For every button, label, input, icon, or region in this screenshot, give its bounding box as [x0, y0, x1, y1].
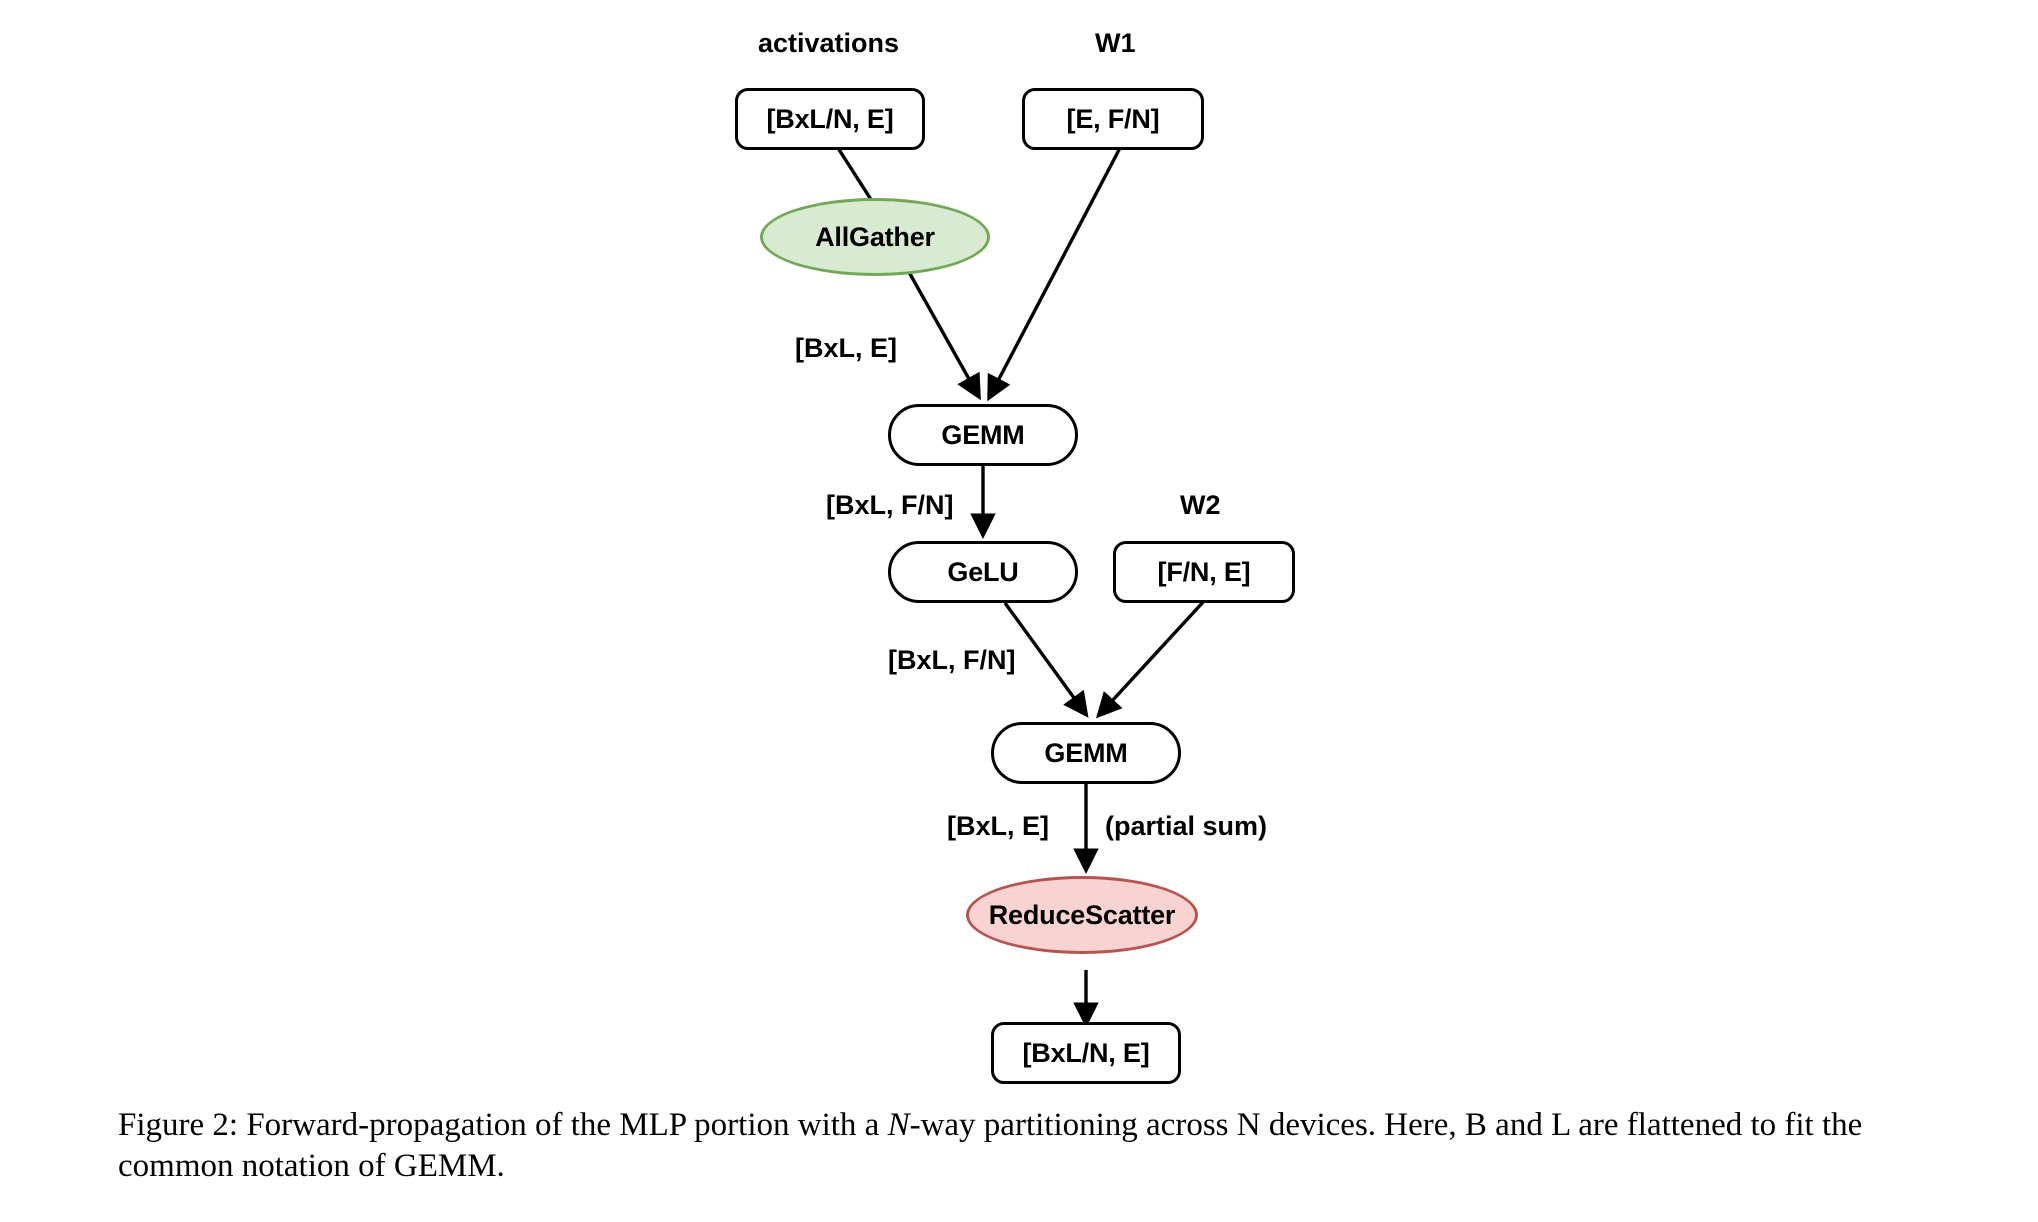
node-gelu[interactable]: GeLU	[888, 541, 1078, 603]
edge-w2-to-gemm2	[1095, 598, 1207, 719]
edge-label-bxl-e-1: [BxL, E]	[795, 333, 898, 363]
figure-caption-part2: -way partitioning across N devices. Here…	[118, 1107, 1863, 1184]
node-gemm-1[interactable]: GEMM	[888, 404, 1078, 466]
edge-w1-to-gemm1	[987, 147, 1122, 402]
figure-caption: Figure 2: Forward-propagation of the MLP…	[118, 1105, 1928, 1187]
edge-allgather-to-gemm1	[903, 264, 981, 401]
activations-title-label: activations	[758, 28, 900, 58]
figure-caption-prefix: Figure 2:	[118, 1107, 239, 1143]
edge-gelu-to-gemm2	[1003, 602, 1089, 718]
w1-title-label: W1	[1095, 28, 1136, 58]
flowchart-diagram: activations W1 W2 [BxL/N, E] [E, F/N] Al…	[735, 28, 1295, 1084]
figure-caption-part1: Forward-propagation of the MLP portion w…	[238, 1107, 888, 1143]
node-activations-tensor[interactable]: [BxL/N, E]	[735, 88, 925, 150]
node-allgather[interactable]: AllGather	[760, 198, 990, 276]
node-w1-tensor[interactable]: [E, F/N]	[1022, 88, 1204, 150]
node-output-tensor[interactable]: [BxL/N, E]	[991, 1022, 1181, 1084]
node-w2-tensor[interactable]: [F/N, E]	[1113, 541, 1295, 603]
edge-label-partial-sum: (partial sum)	[1105, 811, 1268, 841]
edge-label-bxl-fn-1: [BxL, F/N]	[826, 490, 954, 520]
figure-caption-italic-n: N	[887, 1107, 910, 1143]
w2-title-label: W2	[1180, 490, 1221, 520]
node-reducescatter[interactable]: ReduceScatter	[966, 876, 1198, 954]
node-gemm-2[interactable]: GEMM	[991, 722, 1181, 784]
edge-label-bxl-fn-2: [BxL, F/N]	[888, 645, 1016, 675]
edge-label-bxl-e-2: [BxL, E]	[947, 811, 1050, 841]
